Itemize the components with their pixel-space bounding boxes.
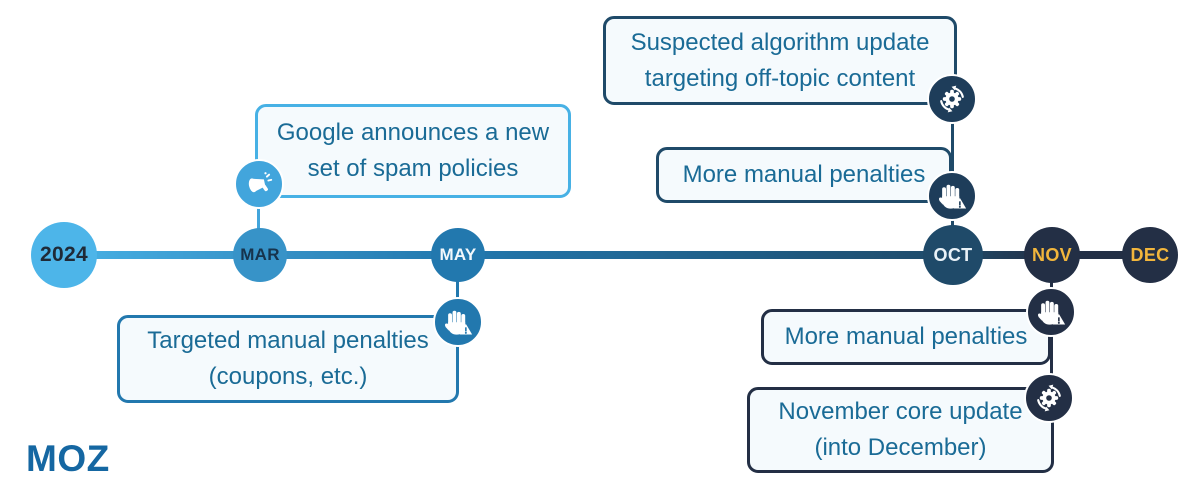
timeline-node-nov: NOV <box>1024 227 1080 283</box>
manual-penalty-hand-icon <box>433 297 483 347</box>
event-text: More manual penalties <box>682 161 926 188</box>
timeline-node-dec: DEC <box>1122 227 1178 283</box>
event-box-suspected-algorithm-update: Suspected algorithm update targeting off… <box>603 16 957 105</box>
event-box-more-manual-penalties-nov: More manual penalties <box>761 309 1051 365</box>
moz-logo: MOZ <box>26 438 110 479</box>
event-text: Targeted manual penalties (coupons, etc.… <box>147 327 429 390</box>
manual-penalty-hand-icon <box>1026 287 1076 337</box>
megaphone-icon <box>234 159 284 209</box>
event-box-targeted-manual-penalties: Targeted manual penalties (coupons, etc.… <box>117 315 459 403</box>
event-text: More manual penalties <box>784 323 1028 350</box>
core-update-gear-icon <box>1024 373 1074 423</box>
event-text: Google announces a new set of spam polic… <box>276 119 550 182</box>
connector-may <box>456 255 459 325</box>
timeline-node-mar: MAR <box>233 228 287 282</box>
manual-penalty-hand-icon <box>927 171 977 221</box>
event-text: Suspected algorithm update targeting off… <box>630 28 930 92</box>
timeline-axis <box>64 251 1150 259</box>
timeline-node-may: MAY <box>431 228 485 282</box>
event-box-more-manual-penalties-oct: More manual penalties <box>656 147 952 203</box>
timeline-node-oct: OCT <box>923 225 983 285</box>
timeline-node-2024: 2024 <box>31 222 97 288</box>
event-box-november-core-update: November core update (into December) <box>747 387 1054 473</box>
event-box-google-spam-policies: Google announces a new set of spam polic… <box>255 104 571 198</box>
event-text: November core update (into December) <box>778 398 1023 461</box>
core-update-gear-icon <box>927 74 977 124</box>
connector-mar <box>257 176 260 256</box>
